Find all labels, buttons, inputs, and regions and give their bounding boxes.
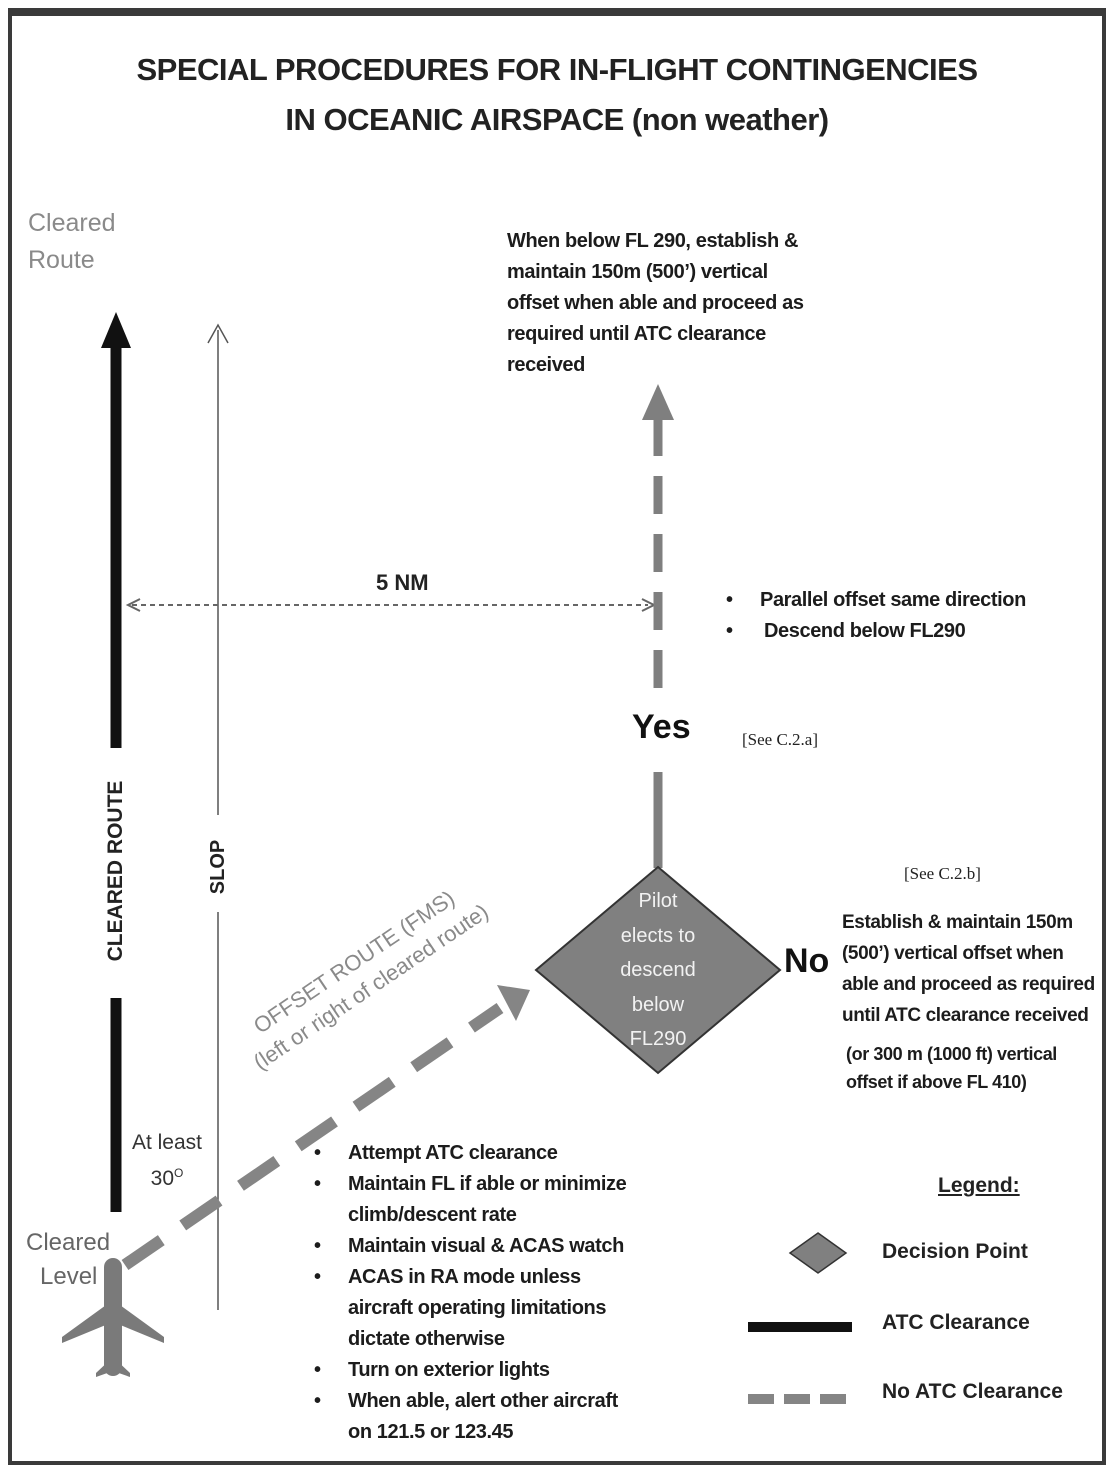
degree-superscript: O (174, 1166, 184, 1180)
at-least-angle: 30 (150, 1167, 174, 1190)
decision-line: Pilot (638, 890, 678, 912)
cleared-level-line1: Cleared (26, 1229, 111, 1256)
see-c2b-reference: [See C.2.b] (904, 864, 981, 883)
text-line: (or 300 m (1000 ft) vertical (846, 1044, 1057, 1064)
cleared-level-line2: Level (40, 1263, 98, 1290)
legend-atc-label: ATC Clearance (882, 1311, 1030, 1334)
legend-diamond-icon (788, 1232, 848, 1274)
no-label: No (784, 942, 830, 980)
offset-route-arrowhead (497, 985, 530, 1021)
text-line: When able, alert other aircraft (348, 1390, 618, 1412)
list-item: Maintain FL if able or minimize climb/des… (314, 1169, 674, 1231)
decision-line: descend (620, 959, 696, 981)
text-line: (500’) vertical offset when (842, 943, 1064, 964)
list-item: ACAS in RA mode unless aircraft operating… (314, 1262, 674, 1355)
text-line: until ATC clearance received (842, 1005, 1089, 1026)
at-least-label: At least 30O (128, 1128, 206, 1194)
legend-decision-label: Decision Point (882, 1240, 1028, 1263)
text-line: climb/descent rate (348, 1204, 517, 1226)
decision-line: below (631, 993, 685, 1016)
offset-route-line (121, 1003, 504, 1270)
below-fl290-instructions: When below FL 290, establish & maintain … (507, 226, 827, 381)
list-item: Turn on exterior lights (314, 1355, 674, 1386)
text-line: aircraft operating limitations (348, 1297, 607, 1319)
yes-arrowhead (642, 384, 674, 420)
legend-title: Legend: (938, 1174, 1020, 1197)
list-item: Attempt ATC clearance (314, 1138, 674, 1169)
distance-label: 5 NM (376, 570, 429, 595)
text-line: received (507, 354, 585, 376)
text-line: on 121.5 or 123.45 (348, 1421, 514, 1443)
text-line: Maintain FL if able or minimize (348, 1173, 627, 1195)
no-branch-note: (or 300 m (1000 ft) vertical offset if a… (846, 1040, 1106, 1096)
list-item: Maintain visual & ACAS watch (314, 1231, 674, 1262)
decision-diamond (534, 865, 782, 1075)
text-line: When below FL 290, establish & (507, 230, 799, 252)
airplane-icon (62, 1258, 164, 1377)
distance-arrow-left (125, 598, 141, 612)
text-line: Establish & maintain 150m (842, 912, 1073, 933)
text-line: able and proceed as required (842, 974, 1095, 995)
slop-vertical-label: SLOP (207, 839, 229, 895)
slop-arrowhead (207, 323, 229, 344)
title-line-1: SPECIAL PROCEDURES FOR IN-FLIGHT CONTING… (136, 52, 978, 87)
no-branch-instructions: Establish & maintain 150m (500’) vertica… (842, 907, 1110, 1031)
text-line: Turn on exterior lights (348, 1359, 550, 1381)
cleared-route-label: Cleared Route (28, 205, 116, 279)
text-line: ACAS in RA mode unless (348, 1266, 581, 1288)
list-item: Parallel offset same direction (726, 585, 1026, 616)
contingency-bullet-list: Attempt ATC clearance Maintain FL if abl… (314, 1138, 674, 1448)
decision-line: FL290 (629, 1028, 687, 1050)
cleared-route-label-line2: Route (28, 246, 95, 274)
title-line-2: IN OCEANIC AIRSPACE (non weather) (285, 102, 829, 137)
text-line: Maintain visual & ACAS watch (348, 1235, 624, 1257)
text-line: required until ATC clearance (507, 323, 766, 345)
cleared-route-arrowhead (101, 312, 131, 348)
legend-no-atc-label: No ATC Clearance (882, 1380, 1063, 1403)
yes-label: Yes (632, 708, 691, 746)
text-line: maintain 150m (500’) vertical (507, 261, 768, 283)
cleared-level-label: Cleared Level (26, 1226, 110, 1294)
text-line: Attempt ATC clearance (348, 1142, 558, 1164)
at-least-line1: At least (131, 1131, 203, 1154)
cleared-route-label-line1: Cleared (28, 209, 116, 237)
see-c2a-reference: [See C.2.a] (742, 730, 819, 749)
text-line: offset when able and proceed as (507, 292, 804, 314)
list-item: Descend below FL290 (726, 616, 1026, 647)
decision-text: Pilot elects to descend below FL290 (598, 884, 718, 1057)
yes-bullet-list: Parallel offset same direction Descend b… (726, 585, 1026, 647)
decision-line: elects to (620, 924, 696, 947)
list-item: When able, alert other aircraft on 121.5 … (314, 1386, 674, 1448)
cleared-route-vertical-label: CLEARED ROUTE (104, 780, 127, 962)
diagram-frame (8, 8, 1106, 1465)
text-line: dictate otherwise (348, 1328, 505, 1350)
text-line: offset if above FL 410) (846, 1072, 1027, 1092)
